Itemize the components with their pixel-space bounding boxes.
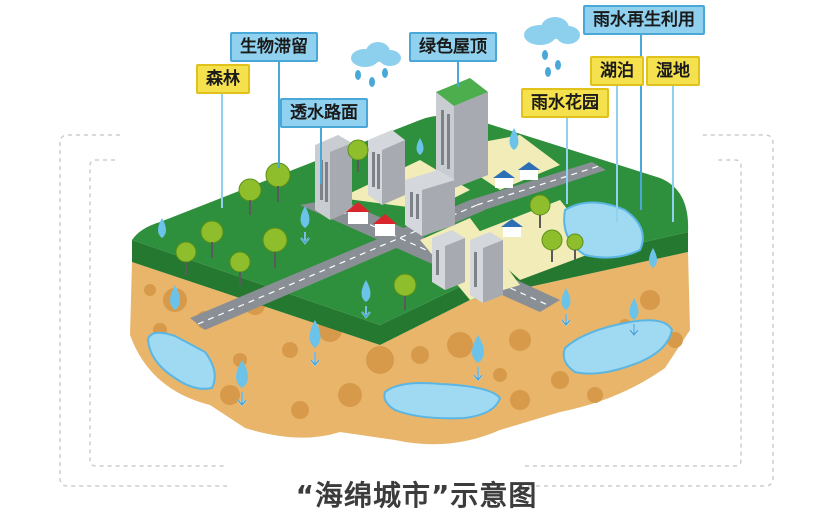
diagram-caption: “海绵城市”示意图	[295, 479, 538, 512]
aquifer-middle	[383, 382, 502, 420]
label-rain-reuse: 雨水再生利用	[583, 5, 705, 35]
trees	[175, 139, 584, 310]
label-permeable-pavement: 透水路面	[280, 98, 368, 128]
leader-lake	[616, 82, 618, 222]
office-block	[405, 170, 455, 236]
label-forest: 森林	[196, 64, 250, 94]
leader-permeable	[320, 124, 322, 184]
cloud-icon	[351, 17, 580, 67]
house-blue-1	[493, 170, 515, 188]
grass-edge	[132, 232, 688, 345]
label-lake: 湖泊	[590, 56, 644, 86]
aquifer-right	[562, 319, 674, 375]
label-rain-garden: 雨水花园	[521, 88, 609, 118]
house-red-2	[373, 214, 397, 236]
rain-drops	[355, 50, 561, 87]
leader-rain-garden	[566, 114, 568, 204]
leader-reuse	[640, 30, 642, 210]
tower-left	[315, 135, 352, 220]
house-blue-3	[501, 219, 523, 237]
dashed-frame	[59, 134, 774, 487]
label-bioretention: 生物滞留	[230, 32, 318, 62]
leader-wetland	[672, 82, 674, 222]
dashed-frame-inner	[89, 159, 742, 467]
label-green-roof: 绿色屋顶	[409, 32, 497, 62]
tower-front-b	[470, 232, 503, 303]
aquifer-left	[146, 331, 216, 390]
label-wetland: 湿地	[646, 56, 700, 86]
leader-bioretention	[278, 58, 280, 168]
leader-forest	[221, 88, 223, 208]
leader-green-roof	[457, 57, 459, 87]
tower-front-a	[432, 230, 465, 290]
buildings	[315, 78, 540, 303]
infiltration-droplets	[158, 128, 657, 388]
house-blue-2	[518, 162, 540, 180]
house-red-1	[346, 202, 370, 224]
